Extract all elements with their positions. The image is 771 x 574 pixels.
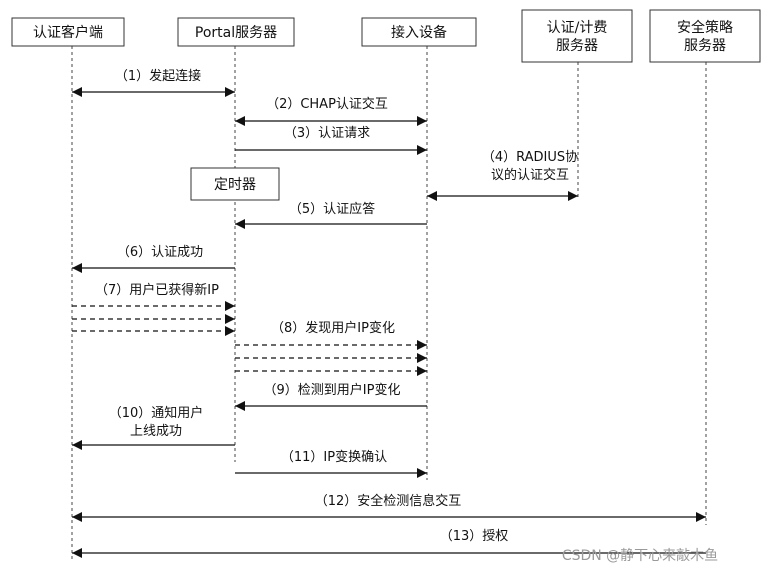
message-8: （8）发现用户IP变化	[235, 320, 427, 376]
message-5: （5）认证应答	[235, 201, 427, 229]
timer-box-frame	[190, 167, 280, 201]
lifeline-policy-label: 服务器	[684, 38, 726, 54]
lifeline-client: 认证客户端	[11, 17, 125, 562]
message-6: （6）认证成功	[72, 245, 235, 273]
message-10-label: 上线成功	[130, 424, 182, 439]
message-12-label: （12）安全检测信息交互	[315, 493, 462, 509]
lifeline-policy-label: 安全策略	[677, 19, 733, 36]
message-6-label: （6）认证成功	[117, 245, 203, 260]
lifeline-aaa-label: 服务器	[556, 38, 598, 54]
message-8-label: （8）发现用户IP变化	[271, 320, 395, 336]
message-3: （3）认证请求	[235, 126, 427, 155]
lifeline-portal-box	[177, 17, 295, 47]
message-11-label: （11）IP变换确认	[281, 449, 387, 465]
lifeline-policy-box	[649, 9, 761, 63]
message-12: （12）安全检测信息交互	[72, 493, 706, 522]
message-13: （13）授权	[72, 528, 706, 558]
message-2: （2）CHAP认证交互	[235, 96, 427, 126]
lifeline-portal-label: Portal服务器	[195, 25, 277, 41]
lifeline-aaa-label: 认证/计费	[547, 20, 608, 36]
message-3-label: （3）认证请求	[284, 126, 370, 141]
timer-box: 定时器	[190, 167, 280, 201]
lifeline-client-box	[11, 17, 125, 47]
message-11: （11）IP变换确认	[235, 449, 427, 478]
lifeline-access-box	[361, 17, 477, 47]
message-13-label: （13）授权	[440, 528, 509, 544]
message-9: （9）检测到用户IP变化	[235, 382, 427, 411]
lifeline-portal: Portal服务器	[177, 17, 295, 462]
message-5-label: （5）认证应答	[289, 201, 375, 217]
message-7: （7）用户已获得新IP	[72, 282, 235, 336]
lifeline-aaa-box	[521, 9, 633, 63]
message-4-label: （4）RADIUS协	[482, 150, 578, 165]
lifeline-access: 接入设备	[361, 17, 477, 480]
message-1-label: （1）发起连接	[115, 68, 201, 84]
message-7-label: （7）用户已获得新IP	[95, 282, 219, 298]
message-4-label: 议的认证交互	[491, 167, 569, 183]
message-10-label: （10）通知用户	[109, 405, 204, 421]
lifeline-client-label: 认证客户端	[33, 24, 103, 41]
message-1: （1）发起连接	[72, 68, 235, 97]
message-9-label: （9）检测到用户IP变化	[264, 382, 401, 398]
timer-box-label: 定时器	[214, 177, 256, 193]
message-2-label: （2）CHAP认证交互	[266, 96, 388, 112]
watermark: CSDN @静下心来敲木鱼	[562, 547, 718, 564]
lifeline-access-label: 接入设备	[391, 24, 447, 41]
